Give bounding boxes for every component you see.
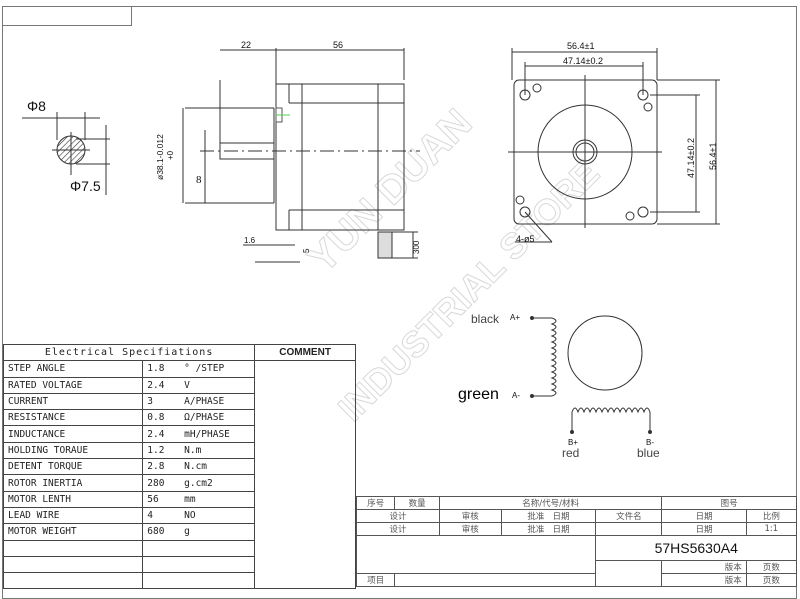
wire-color-b-plus: red [562, 446, 580, 460]
spec-name: MOTOR LENTH [2, 490, 144, 508]
spec-unit: V [180, 376, 256, 394]
tb-review-2: 审核 [439, 522, 502, 536]
table-row-empty [2, 572, 356, 590]
spec-name: INDUCTANCE [2, 425, 144, 443]
corner-title-box [2, 6, 132, 26]
spec-name: DETENT TORQUE [2, 458, 144, 476]
spec-value: 280 [142, 474, 181, 492]
spec-value: 2.4 [142, 425, 181, 443]
tb-approve-date: 批准 日期 [500, 509, 597, 523]
dim-holes: 4-ø5 [516, 234, 535, 244]
spec-value: 1.8 [142, 360, 181, 378]
tb-date: 日期 [661, 509, 747, 523]
tb-scale-label: 比例 [745, 509, 798, 523]
comment-cell [254, 360, 356, 590]
spec-unit: ° /STEP [180, 360, 256, 378]
tb-pages: 页数 [745, 560, 798, 574]
tb-name-code-material: 名称/代号/材料 [439, 496, 663, 510]
tb-model: 57HS5630A4 [595, 535, 797, 561]
tb-filename: 文件名 [595, 509, 663, 523]
dim-hole-spacing-h: 47.14±0.2 [563, 56, 603, 66]
spec-value: 1.2 [142, 441, 181, 460]
dim-front-height: 56.4±1 [708, 142, 718, 170]
dim-shaft-length: 22 [241, 40, 252, 50]
spec-unit: NO [180, 506, 256, 525]
shaft-flat-label: Φ7.5 [70, 178, 101, 194]
table-row-empty [2, 539, 356, 557]
dim-shaft-offset: 8 [196, 174, 202, 186]
spec-name: RESISTANCE [2, 409, 144, 427]
shaft-diameter-label: Φ8 [27, 98, 46, 114]
dim-front-width: 56.4±1 [567, 41, 595, 51]
front-view [508, 48, 720, 243]
spec-value: 56 [142, 490, 181, 508]
shaft-section [22, 112, 110, 195]
spec-value: 2.4 [142, 376, 181, 394]
spec-name: HOLDING TORAUE [2, 441, 144, 460]
spec-name: ROTOR INERTIA [2, 474, 144, 492]
spec-value: 2.8 [142, 458, 181, 476]
dim-pilot-diameter: ø38.1-0.012 [155, 134, 165, 180]
wire-label-a-plus: A+ [510, 313, 521, 322]
spec-value: 3 [142, 392, 181, 411]
tb-project: 项目 [355, 573, 396, 587]
spec-name: LEAD WIRE [2, 506, 144, 525]
dim-pilot-tol: +0 [166, 150, 175, 160]
spec-name: MOTOR WEIGHT [2, 523, 144, 541]
electrical-specs-table: Electrical Specifiations COMMENT STEP AN… [2, 343, 356, 590]
spec-unit: N.m [180, 441, 256, 460]
tb-design-2: 设计 [355, 522, 441, 536]
wire-label-b-plus: B+ [568, 438, 579, 447]
spec-unit: g [180, 523, 256, 541]
spec-name: CURRENT [2, 392, 144, 411]
spec-unit: mm [180, 490, 256, 508]
tb-design: 设计 [355, 509, 441, 523]
dim-flange-thickness: 1.6 [244, 236, 256, 245]
tb-date-2: 日期 [661, 522, 747, 536]
tb-drawing-no: 图号 [661, 496, 797, 510]
specs-title: Electrical Specifiations [2, 343, 256, 362]
table-row-empty [2, 555, 356, 574]
tb-seq: 序号 [355, 496, 396, 510]
side-view [182, 48, 420, 263]
spec-unit: N.cm [180, 458, 256, 476]
wire-color-b-minus: blue [637, 446, 660, 460]
wire-label-b-minus: B- [646, 438, 654, 447]
spec-value: 4 [142, 506, 181, 525]
tb-scale-value: 1:1 [745, 522, 798, 536]
wiring-diagram [530, 315, 652, 434]
wire-color-a-plus: black [471, 312, 500, 326]
dim-lead-length: 300 [412, 240, 421, 254]
comment-header: COMMENT [254, 343, 356, 362]
title-block: 序号 数量 名称/代号/材料 图号 设计 审核 批准 日期 文件名 日期 比例 … [355, 496, 798, 587]
tb-review: 审核 [439, 509, 502, 523]
tb-version: 版本 [661, 560, 747, 574]
spec-unit: A/PHASE [180, 392, 256, 411]
spec-name: RATED VOLTAGE [2, 376, 144, 394]
dim-pilot-depth: 5 [302, 248, 311, 253]
spec-name: STEP ANGLE [2, 360, 144, 378]
spec-value: 0.8 [142, 409, 181, 427]
tb-approve-date-2: 批准 日期 [500, 522, 597, 536]
tb-qty: 数量 [394, 496, 441, 510]
tb-pages-2: 页数 [745, 573, 798, 587]
spec-unit: mH/PHASE [180, 425, 256, 443]
wire-label-a-minus: A- [512, 391, 520, 400]
dim-body-length: 56 [333, 40, 344, 50]
wire-color-a-minus: green [458, 386, 499, 403]
spec-value: 680 [142, 523, 181, 541]
spec-unit: g.cm2 [180, 474, 256, 492]
dim-hole-spacing-v: 47.14±0.2 [686, 138, 696, 178]
tb-version-2: 版本 [661, 573, 747, 587]
spec-unit: Ω/PHASE [180, 409, 256, 427]
